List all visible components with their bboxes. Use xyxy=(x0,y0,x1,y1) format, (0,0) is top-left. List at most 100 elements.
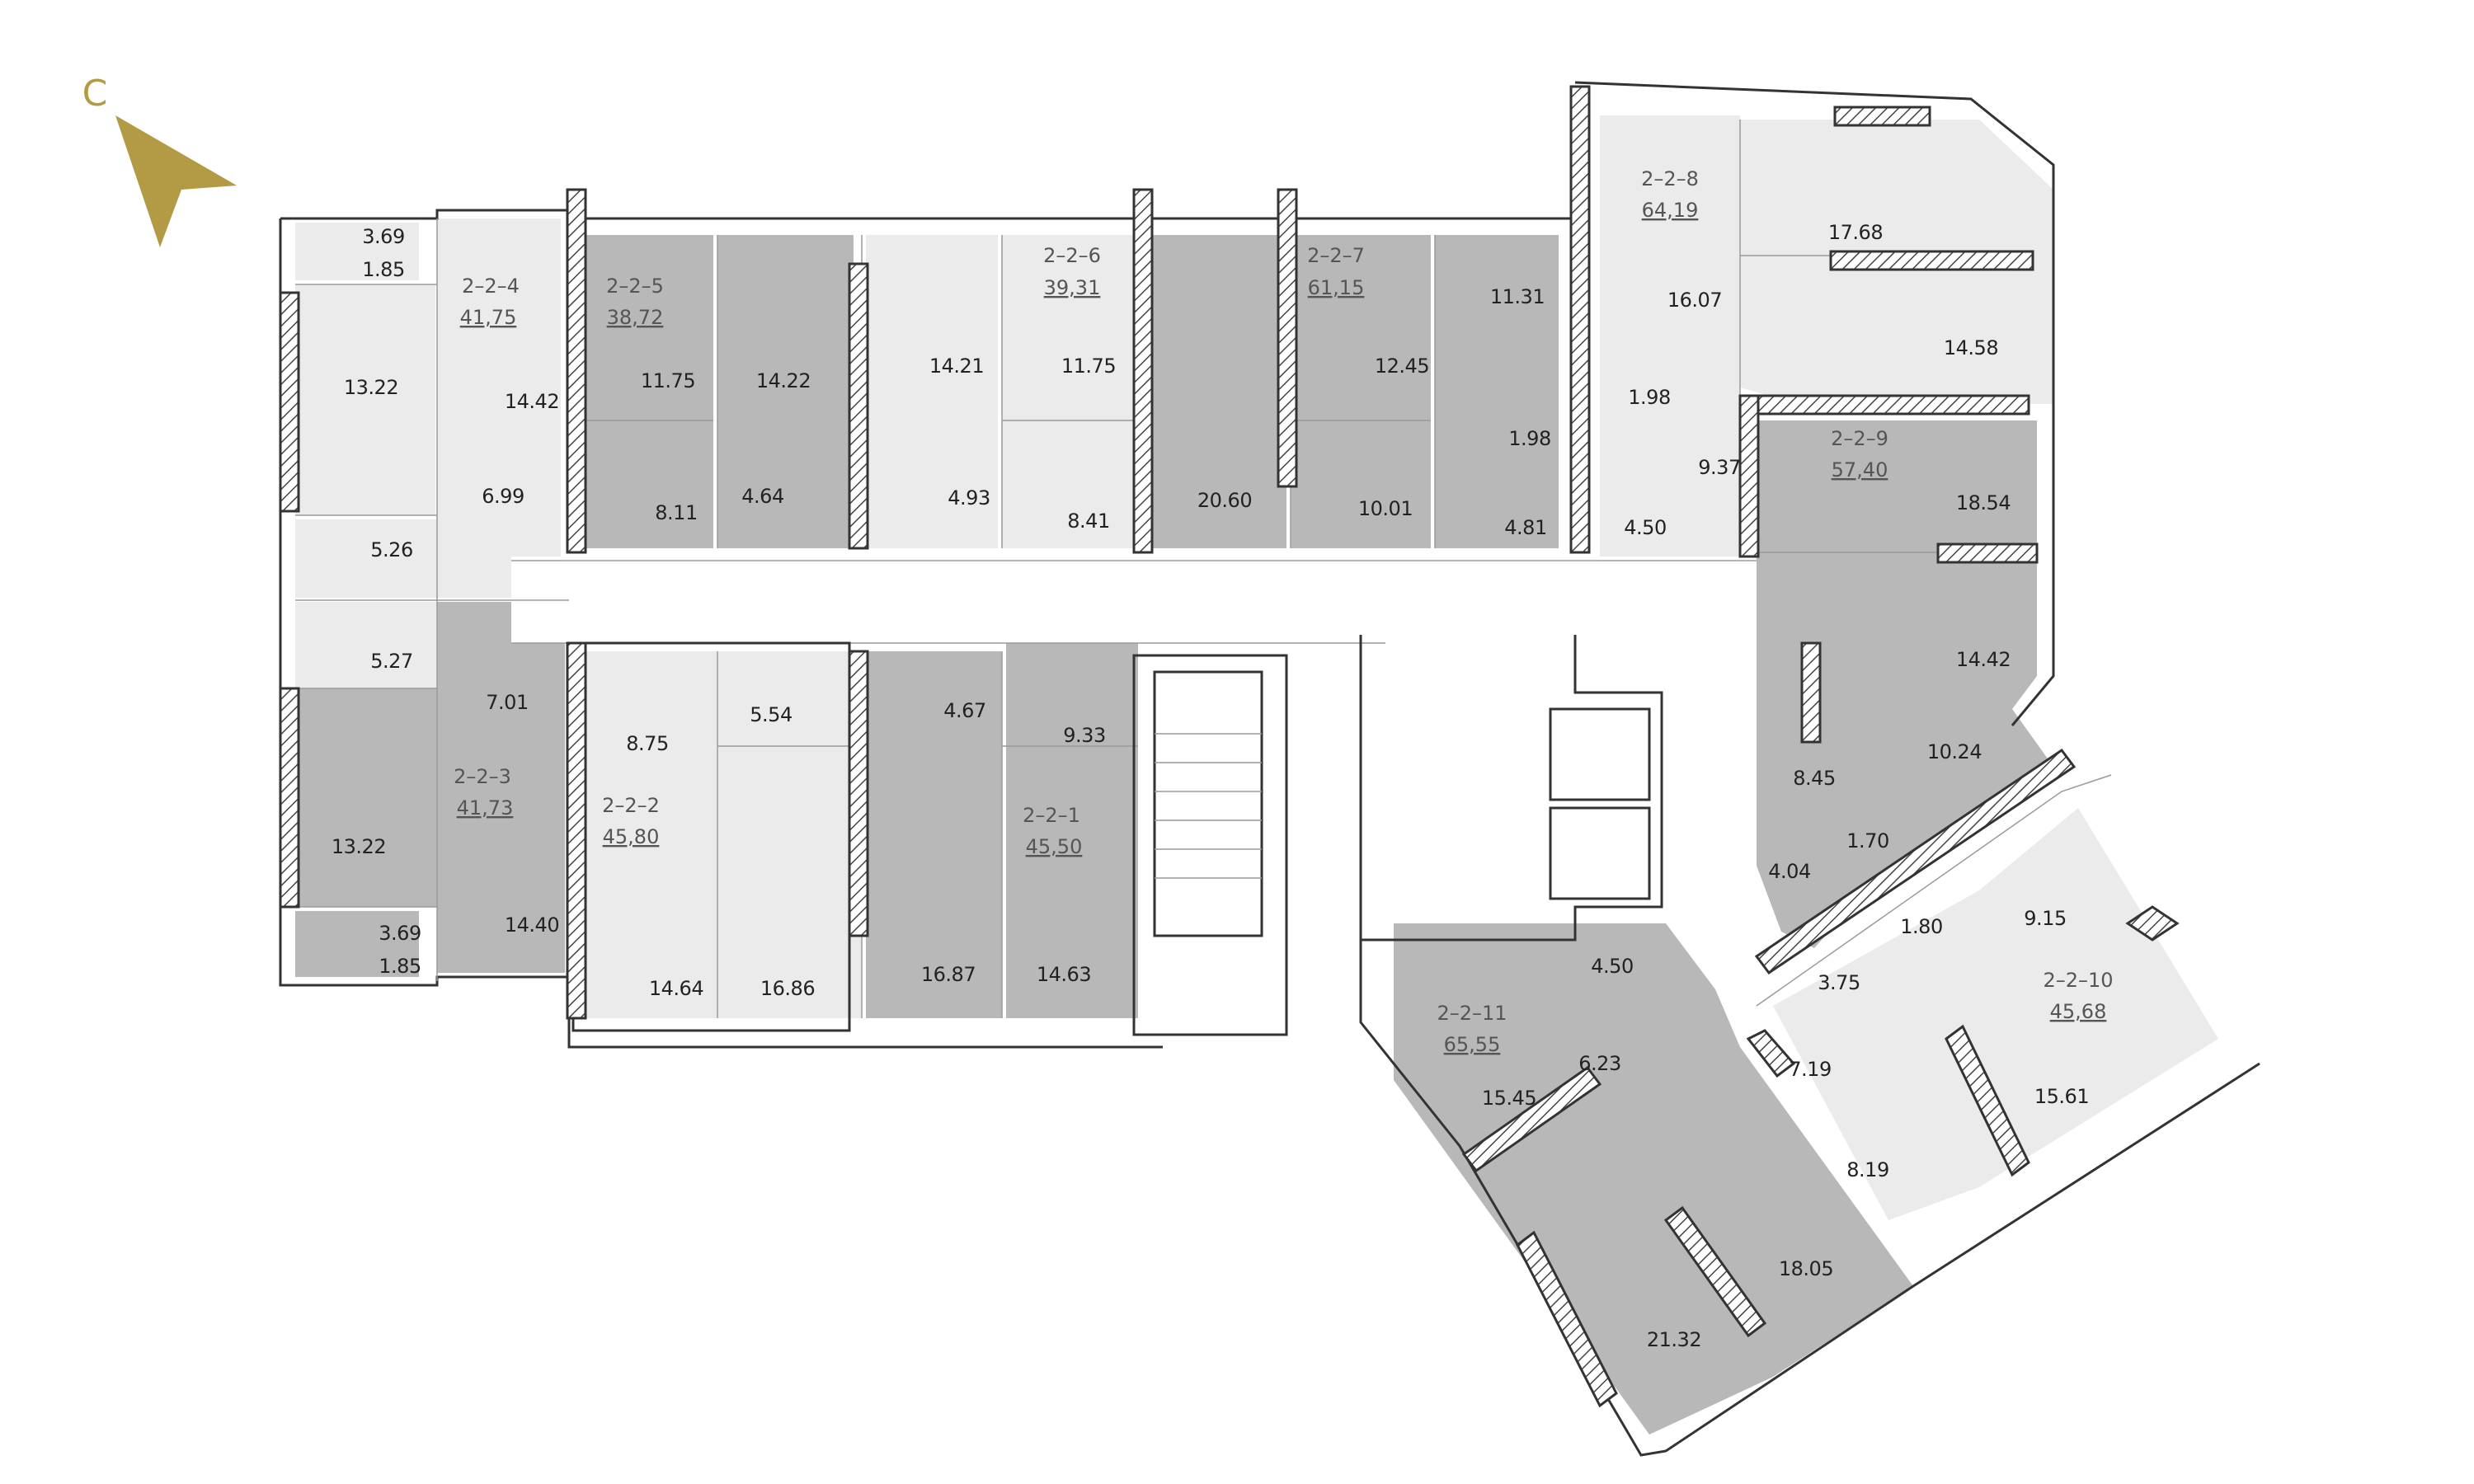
apartment-total: 61,15 xyxy=(1308,276,1365,299)
room-2-2-3-bedroom xyxy=(295,688,437,907)
room-area: 14.21 xyxy=(929,355,984,378)
apartment-total: 57,40 xyxy=(1832,458,1888,481)
room-bath-526 xyxy=(295,519,437,598)
apartment-2-2-4: 2–2–4 41,75 xyxy=(460,275,520,329)
room-2-2-6-a xyxy=(866,235,998,548)
room-area: 1.85 xyxy=(379,955,421,978)
apartment-2-2-8: 2–2–8 64,19 xyxy=(1641,167,1699,222)
room-area: 7.19 xyxy=(1789,1058,1831,1081)
compass: С xyxy=(82,73,237,247)
room-bath-527 xyxy=(295,602,437,688)
room-area: 14.58 xyxy=(1944,336,1998,359)
apartment-code: 2–2–11 xyxy=(1437,1002,1507,1025)
apartment-code: 2–2–3 xyxy=(454,765,511,788)
room-area: 3.69 xyxy=(362,225,404,248)
apartment-2-2-7: 2–2–7 61,15 xyxy=(1307,244,1365,299)
room-2-2-4-bedroom xyxy=(295,284,435,515)
room-2-2-1-a xyxy=(866,651,1002,1018)
room-2-2-3-living xyxy=(437,738,565,973)
room-2-2-1-b xyxy=(1006,643,1138,1018)
room-2-2-5-a xyxy=(586,235,713,548)
room-area: 4.04 xyxy=(1768,860,1810,883)
room-area: 5.27 xyxy=(370,650,412,673)
room-2-2-11 xyxy=(1394,923,1913,1435)
room-2-2-7-c xyxy=(1435,235,1559,548)
room-area: 5.54 xyxy=(750,703,792,726)
apartment-code: 2–2–5 xyxy=(606,275,664,298)
room-area: 11.31 xyxy=(1490,285,1545,308)
room-area: 3.75 xyxy=(1818,971,1860,994)
room-area: 1.98 xyxy=(1628,386,1670,409)
room-area: 9.37 xyxy=(1698,456,1740,479)
room-area: 4.93 xyxy=(948,486,990,510)
room-2-2-6-b xyxy=(1002,235,1138,548)
room-area: 16.07 xyxy=(1667,289,1722,312)
room-area: 8.41 xyxy=(1067,510,1109,533)
apartment-2-2-11: 2–2–11 65,55 xyxy=(1437,1002,1507,1056)
room-area: 14.22 xyxy=(756,369,811,392)
room-area: 14.64 xyxy=(649,977,703,1000)
apartment-total: 38,72 xyxy=(607,306,664,329)
room-area: 8.45 xyxy=(1793,767,1835,790)
apartment-code: 2–2–9 xyxy=(1831,427,1888,450)
room-area: 21.32 xyxy=(1647,1328,1701,1351)
room-area: 16.87 xyxy=(921,963,976,986)
room-area: 12.45 xyxy=(1375,355,1429,378)
north-arrow-icon xyxy=(115,115,237,247)
room-area: 14.63 xyxy=(1037,963,1091,986)
room-area: 1.85 xyxy=(362,258,404,281)
room-area: 5.26 xyxy=(370,538,412,561)
corridor xyxy=(511,556,1757,643)
room-area: 20.60 xyxy=(1197,489,1252,512)
room-area: 17.68 xyxy=(1828,221,1883,244)
room-area: 9.15 xyxy=(2024,907,2066,930)
room-area: 16.86 xyxy=(760,977,815,1000)
room-2-2-7-b xyxy=(1291,235,1431,548)
room-2-2-2-b xyxy=(717,651,862,1018)
room-area: 11.75 xyxy=(641,369,695,392)
room-area: 7.01 xyxy=(486,691,528,714)
apartment-total: 41,73 xyxy=(457,796,514,819)
room-area: 3.69 xyxy=(379,922,421,945)
apartment-2-2-6: 2–2–6 39,31 xyxy=(1043,244,1101,299)
room-balcony-bottom xyxy=(295,911,419,977)
apartment-2-2-3: 2–2–3 41,73 xyxy=(454,765,513,819)
room-2-2-5-b xyxy=(717,235,854,482)
room-area: 6.99 xyxy=(482,485,524,508)
room-area: 8.11 xyxy=(655,501,697,524)
room-area: 9.33 xyxy=(1063,724,1105,747)
room-area: 4.50 xyxy=(1591,955,1633,978)
room-2-2-4-living xyxy=(437,218,561,466)
room-area: 14.42 xyxy=(1956,648,2011,671)
apartment-2-2-10: 2–2–10 45,68 xyxy=(2043,969,2113,1023)
apartment-2-2-1: 2–2–1 45,50 xyxy=(1023,804,1082,858)
room-balcony-top xyxy=(295,223,419,280)
room-area: 11.75 xyxy=(1061,355,1116,378)
room-area: 8.75 xyxy=(626,732,668,755)
room-area: 8.19 xyxy=(1846,1158,1888,1181)
apartment-total: 41,75 xyxy=(460,306,517,329)
room-area: 14.40 xyxy=(505,913,559,937)
room-2-2-10 xyxy=(1773,808,2218,1220)
apartment-total: 64,19 xyxy=(1642,199,1699,222)
apartment-total: 39,31 xyxy=(1044,276,1101,299)
apartment-code: 2–2–2 xyxy=(602,794,660,817)
compass-label: С xyxy=(82,73,108,115)
room-area: 15.61 xyxy=(2034,1085,2089,1108)
apartment-total: 45,50 xyxy=(1026,835,1083,858)
room-area: 1.98 xyxy=(1508,427,1550,450)
apartment-2-2-2: 2–2–2 45,80 xyxy=(602,794,660,848)
room-area: 18.05 xyxy=(1779,1257,1833,1280)
room-area: 1.70 xyxy=(1846,829,1888,852)
room-area: 4.50 xyxy=(1624,516,1666,539)
apartment-code: 2–2–8 xyxy=(1641,167,1699,190)
room-area: 4.64 xyxy=(741,485,783,508)
room-area: 10.24 xyxy=(1927,740,1982,763)
room-area: 15.45 xyxy=(1482,1087,1536,1110)
apartment-code: 2–2–1 xyxy=(1023,804,1080,827)
room-area: 13.22 xyxy=(344,376,398,399)
room-area: 1.80 xyxy=(1900,915,1942,938)
room-2-2-7-a xyxy=(1150,235,1286,548)
apartment-code: 2–2–6 xyxy=(1043,244,1101,267)
